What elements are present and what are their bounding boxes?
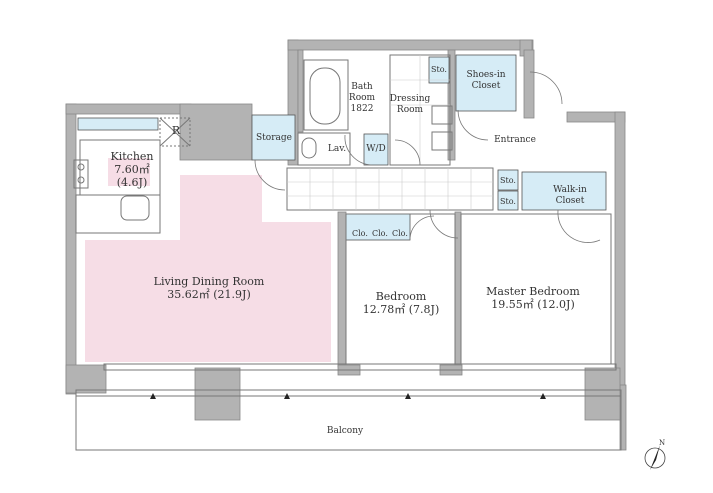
storage-label: Storage [256, 133, 292, 143]
closet-1-label: Clo. [352, 229, 368, 238]
walkin-closet-name: Walk-in [553, 185, 587, 195]
bedroom-area: 12.78㎡ (7.8J) [362, 303, 440, 316]
tile-grid [287, 55, 493, 210]
bath-size: 1822 [350, 104, 374, 114]
living-dining-area: 35.62㎡ (21.9J) [167, 288, 251, 301]
shoes-closet-name2: Closet [471, 81, 501, 91]
closet-2-label: Clo. [372, 229, 388, 238]
bath-name: Bath [351, 82, 373, 92]
kitchen-area: 7.60㎡ [114, 163, 150, 176]
bedroom-label: Bedroom 12.78㎡ (7.8J) [363, 290, 439, 316]
closet-3-label: Clo. [392, 229, 408, 238]
refrigerator-label: R [171, 124, 181, 137]
room-outlines [73, 54, 622, 451]
dressing-name2: Room [396, 105, 424, 115]
kitchen-label: Kitchen 7.60㎡ (4.6J) [111, 150, 154, 189]
closets [77, 54, 607, 241]
north-arrow-icon [644, 445, 666, 470]
bath-label: Bath Room 1822 [349, 82, 375, 115]
sto-dressing-label: Sto. [431, 65, 447, 74]
master-bedroom-name: Master Bedroom [486, 285, 580, 298]
walkin-closet-label: Walk-in Closet [553, 185, 587, 207]
living-dining-name: Living Dining Room [153, 275, 265, 288]
entrance-label: Entrance [494, 135, 536, 145]
shoes-closet-label: Shoes-in Closet [466, 70, 505, 92]
north-label: N [658, 439, 666, 447]
kitchen-name: Kitchen [110, 150, 154, 163]
dressing-name: Dressing [389, 94, 431, 104]
sto-hall-2-label: Sto. [500, 197, 516, 206]
kitchen-jo: (4.6J) [116, 176, 148, 189]
master-bedroom-area: 19.55㎡ (12.0J) [491, 298, 575, 311]
master-bedroom-label: Master Bedroom 19.55㎡ (12.0J) [486, 285, 580, 311]
bath-name2: Room [348, 93, 376, 103]
walkin-closet-name2: Closet [555, 196, 585, 206]
dressing-label: Dressing Room [390, 94, 431, 116]
window-markers [150, 393, 546, 399]
living-dining-floor [85, 158, 331, 362]
door-swings [254, 71, 601, 243]
shoes-closet-name: Shoes-in [466, 70, 506, 80]
lavatory-label: Lav. [327, 144, 347, 154]
balcony-label: Balcony [326, 426, 364, 436]
bedroom-name: Bedroom [375, 290, 427, 303]
washer-dryer-label: W/D [366, 144, 386, 154]
sto-hall-1-label: Sto. [500, 176, 516, 185]
living-dining-label: Living Dining Room 35.62㎡ (21.9J) [154, 275, 265, 301]
